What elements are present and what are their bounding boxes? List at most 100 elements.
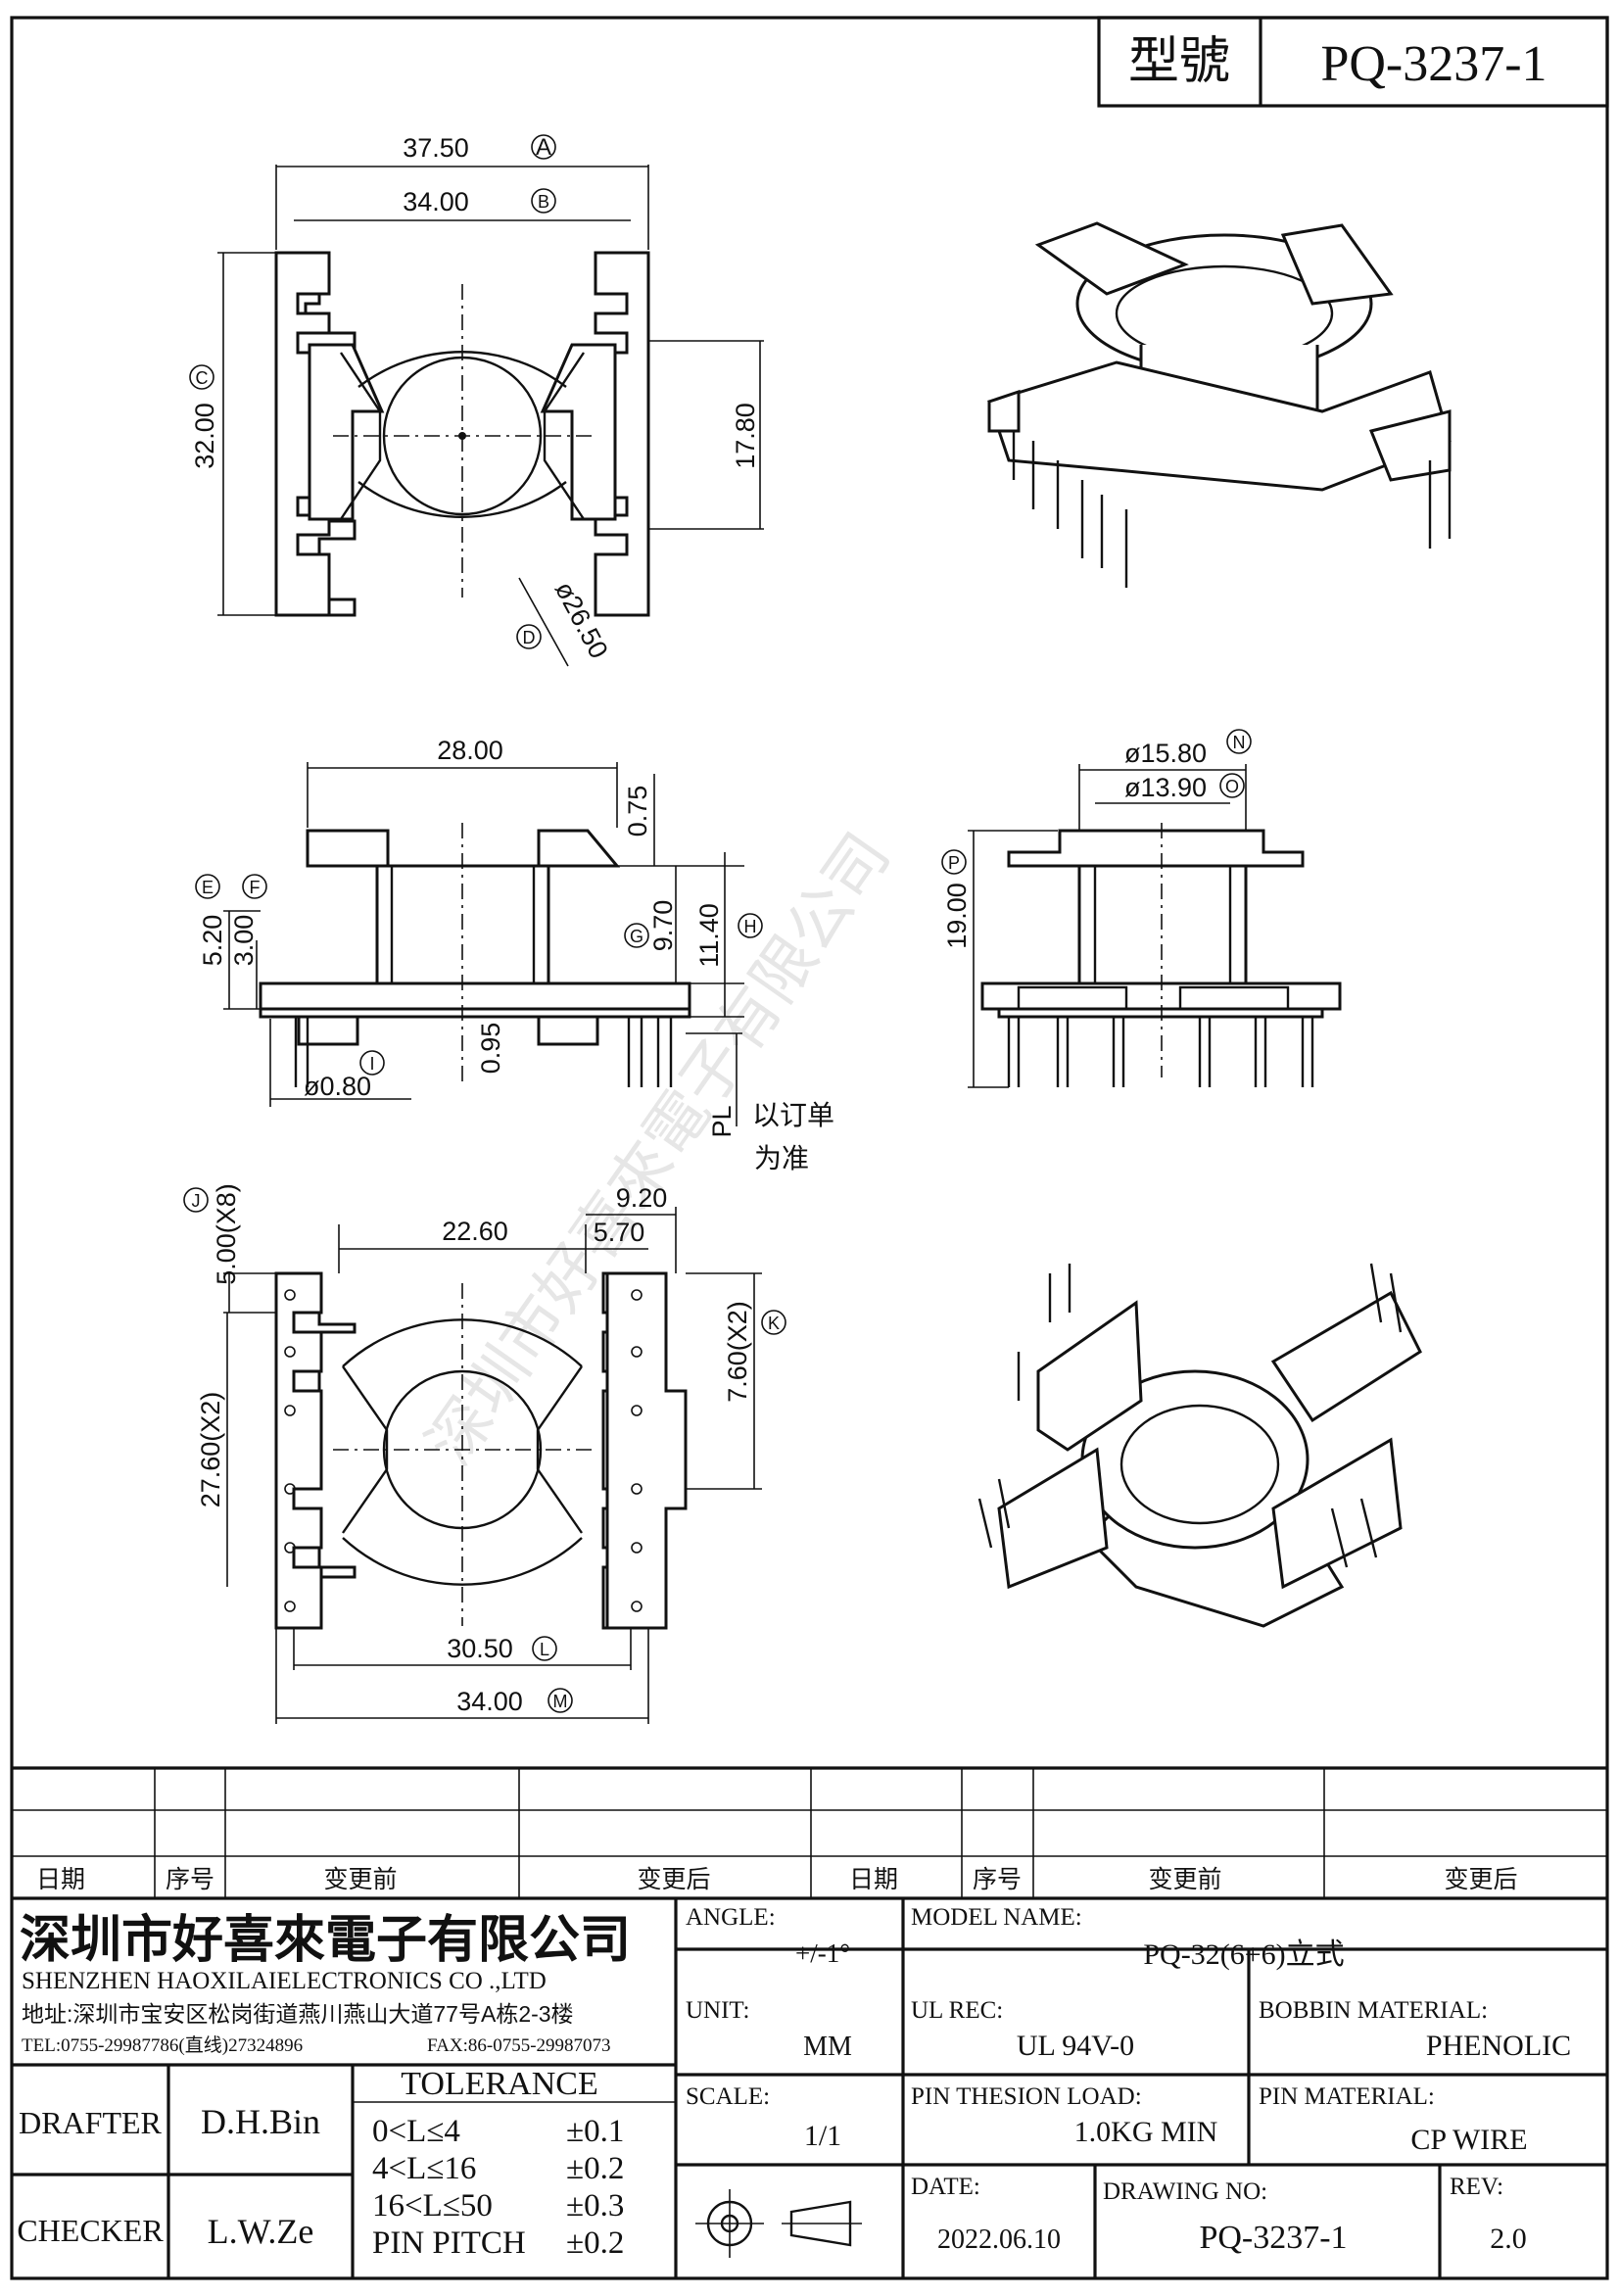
company-name-en: SHENZHEN HAOXILAIELECTRONICS CO .,LTD: [22, 1968, 547, 1994]
dim-b-value: 34.00: [403, 187, 469, 216]
tolerance-value-0: ±0.1: [566, 2114, 624, 2149]
checker-value: L.W.Ze: [208, 2212, 314, 2251]
dim-b-tag: B: [538, 192, 549, 212]
bottom-dim-l: 30.50: [447, 1634, 513, 1663]
pl-note-2: 为准: [754, 1143, 809, 1173]
bottom-dim-k: 7.60(X2): [723, 1301, 752, 1403]
tolerance-value-1: ±0.2: [566, 2151, 624, 2186]
company-fax: FAX:86-0755-29987073: [427, 2035, 611, 2056]
model-name-label: MODEL NAME:: [911, 1904, 1082, 1931]
pin-load-label: PIN THESION LOAD:: [911, 2083, 1142, 2110]
front-dim-f: 3.00: [229, 915, 259, 967]
model-label: 型號: [1128, 33, 1230, 90]
drawing-no-label: DRAWING NO:: [1103, 2178, 1267, 2205]
front-dim-pin-tag: I: [369, 1054, 374, 1074]
angle-value: +/-1°: [795, 1938, 850, 1968]
bottom-dim-2760: 27.60(X2): [196, 1392, 225, 1508]
ul-value: UL 94V-0: [1017, 2030, 1134, 2062]
rev-value: 2.0: [1490, 2223, 1527, 2255]
front-dim-base: 0.95: [476, 1023, 505, 1075]
pin-load-value: 1.0KG MIN: [1074, 2116, 1218, 2148]
company-address: 地址:深圳市宝安区松岗街道燕川燕山大道77号A栋2-3楼: [22, 2001, 574, 2027]
pin-material-label: PIN MATERIAL:: [1259, 2083, 1435, 2110]
rev-header-after-1: 变更后: [637, 1866, 710, 1893]
front-dim-e: 5.20: [198, 915, 227, 967]
bottom-dim-l-tag: L: [540, 1640, 549, 1659]
bottom-dim-2260: 22.60: [442, 1217, 508, 1246]
side-dim-n: ø15.80: [1124, 739, 1207, 768]
dim-a-value: 37.50: [403, 133, 469, 163]
unit-label: UNIT:: [686, 1997, 749, 2024]
model-value: PQ-3237-1: [1320, 36, 1547, 92]
tolerance-title: TOLERANCE: [401, 2066, 597, 2102]
company-tel: TEL:0755-29987786(直线)27324896: [22, 2034, 303, 2056]
title-block: 深圳市好喜來電子有限公司 SHENZHEN HAOXILAIELECTRONIC…: [12, 1898, 1607, 2278]
side-dim-p-tag: P: [948, 853, 960, 873]
bottom-dim-m-tag: M: [553, 1692, 568, 1711]
dim-right-value: 17.80: [731, 403, 760, 469]
pin-material-value: CP WIRE: [1410, 2124, 1527, 2156]
drafter-label: DRAFTER: [19, 2105, 162, 2140]
isometric-view-top: [987, 221, 1452, 588]
tolerance-range-1: 4<L≤16: [372, 2151, 476, 2186]
front-dim-h-tag: H: [744, 917, 757, 936]
rev-label: REV:: [1450, 2174, 1503, 2200]
bottom-dim-m: 34.00: [456, 1687, 523, 1716]
rev-header-before-2: 变更前: [1148, 1866, 1221, 1893]
drawing-no-value: PQ-3237-1: [1199, 2220, 1347, 2256]
rev-header-no-2: 序号: [973, 1866, 1022, 1893]
revision-table: 日期 序号 变更前 变更后 日期 序号 变更前 变更后: [12, 1766, 1607, 1900]
bottom-dim-k-tag: K: [768, 1314, 780, 1333]
front-dim-g-tag: G: [630, 927, 643, 946]
bottom-dim-j: 5.00(X8): [212, 1183, 241, 1285]
front-dim-f-tag: F: [250, 878, 261, 897]
dim-a-tag: A: [536, 134, 551, 161]
rev-header-after-2: 变更后: [1444, 1866, 1517, 1893]
bobbin-material-label: BOBBIN MATERIAL:: [1259, 1997, 1488, 2024]
front-dim-pin: ø0.80: [304, 1072, 371, 1101]
scale-value: 1/1: [804, 2120, 841, 2152]
ul-label: UL REC:: [911, 1997, 1003, 2024]
dim-c-value: 32.00: [190, 403, 219, 469]
front-view: 28.00 0.75 5.20 E 3.00 F 9.70 G 11.40 H …: [195, 736, 834, 1173]
tolerance-range-0: 0<L≤4: [372, 2114, 460, 2149]
isometric-view-bottom: [977, 1263, 1422, 1628]
side-dim-p: 19.00: [942, 883, 972, 949]
dim-d-tag: D: [523, 628, 536, 647]
drafter-value: D.H.Bin: [201, 2102, 320, 2141]
rev-header-date-2: 日期: [849, 1866, 898, 1893]
date-label: DATE:: [911, 2174, 980, 2200]
rev-header-date-1: 日期: [36, 1866, 85, 1893]
tolerance-value-3: ±0.2: [566, 2225, 624, 2261]
sheet-border: [10, 16, 1609, 2280]
front-dim-e-tag: E: [202, 878, 214, 897]
scale-label: SCALE:: [686, 2083, 770, 2110]
rev-header-no-1: 序号: [166, 1866, 214, 1893]
unit-value: MM: [803, 2032, 852, 2062]
bottom-dim-920: 9.20: [616, 1183, 668, 1213]
front-dim-h: 11.40: [694, 903, 724, 968]
side-dim-o-tag: O: [1225, 777, 1239, 796]
date-value: 2022.06.10: [937, 2224, 1061, 2255]
front-dim-width: 28.00: [437, 736, 503, 765]
company-name-cn: 深圳市好喜來電子有限公司: [20, 1912, 631, 1969]
checker-label: CHECKER: [17, 2213, 164, 2248]
side-dim-n-tag: N: [1233, 733, 1246, 752]
front-dim-g: 9.70: [648, 900, 678, 952]
top-view: 37.50 A 34.00 B 32.00 C 17.80 ø26.50 D: [189, 133, 764, 667]
front-dim-flange: 0.75: [623, 786, 652, 837]
pl-note-1: 以订单: [752, 1100, 834, 1130]
pl-label: PL: [707, 1105, 737, 1137]
side-view: ø15.80 N ø13.90 O 19.00 P: [941, 729, 1342, 1088]
tolerance-range-2: 16<L≤50: [372, 2188, 493, 2224]
model-header: 型號 PQ-3237-1: [1097, 16, 1609, 108]
side-dim-o: ø13.90: [1124, 773, 1207, 802]
tolerance-value-2: ±0.3: [566, 2188, 624, 2224]
tolerance-range-3: PIN PITCH: [372, 2225, 526, 2261]
angle-label: ANGLE:: [686, 1904, 776, 1931]
dim-c-tag: C: [196, 368, 209, 388]
bottom-dim-j-tag: J: [192, 1191, 201, 1211]
bottom-dim-570: 5.70: [594, 1218, 645, 1247]
bottom-view: 5.00(X8) J 27.60(X2) 22.60 9.20 5.70 7.6…: [183, 1183, 786, 1724]
